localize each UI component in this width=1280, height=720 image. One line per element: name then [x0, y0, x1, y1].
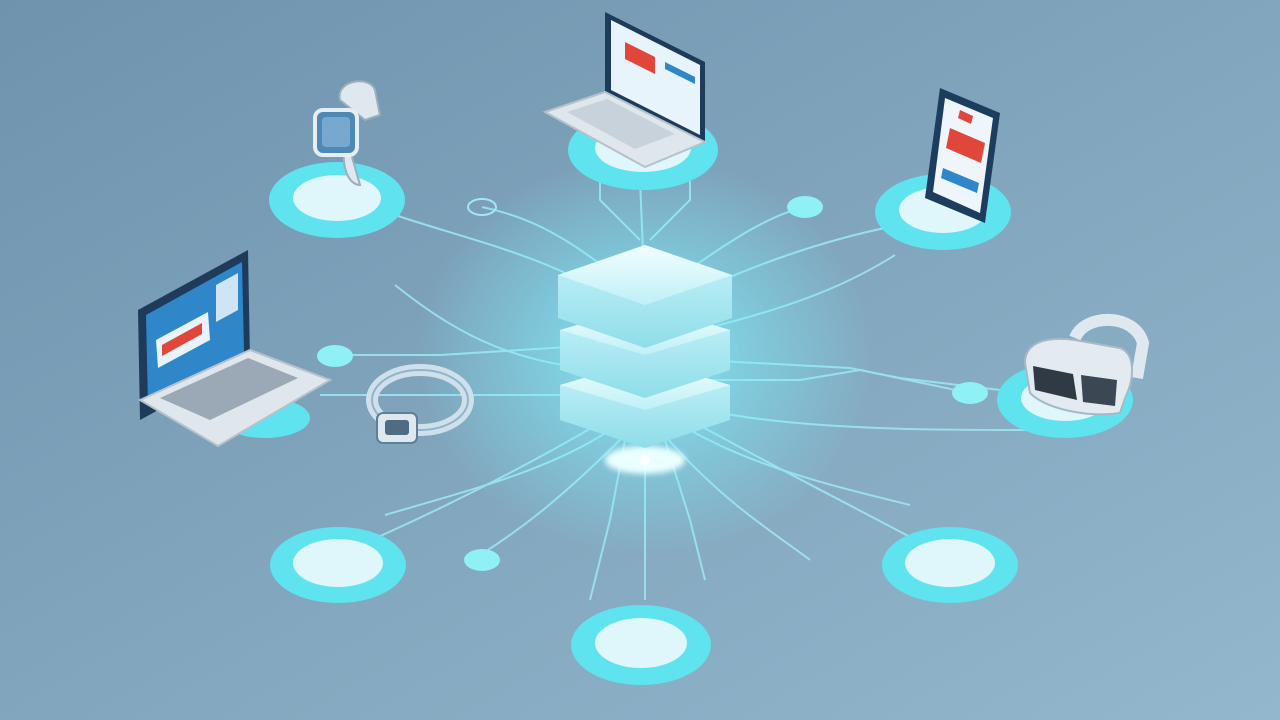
empty-nodes [270, 527, 1018, 685]
smartwatch-icon [313, 80, 382, 187]
small-node [467, 198, 497, 216]
vr-headset-icon [1023, 313, 1150, 416]
empty-node [571, 605, 711, 685]
fitness-band-icon [366, 364, 474, 444]
small-node [787, 196, 823, 218]
laptop-icon [137, 250, 333, 448]
server-stack-icon [558, 245, 732, 474]
empty-node [270, 527, 406, 603]
small-node [952, 382, 988, 404]
small-node [317, 345, 353, 367]
laptop-icon [542, 12, 708, 169]
tablet-icon [925, 88, 1000, 223]
empty-node [882, 527, 1018, 603]
small-node [464, 549, 500, 571]
small-nodes [317, 196, 988, 571]
